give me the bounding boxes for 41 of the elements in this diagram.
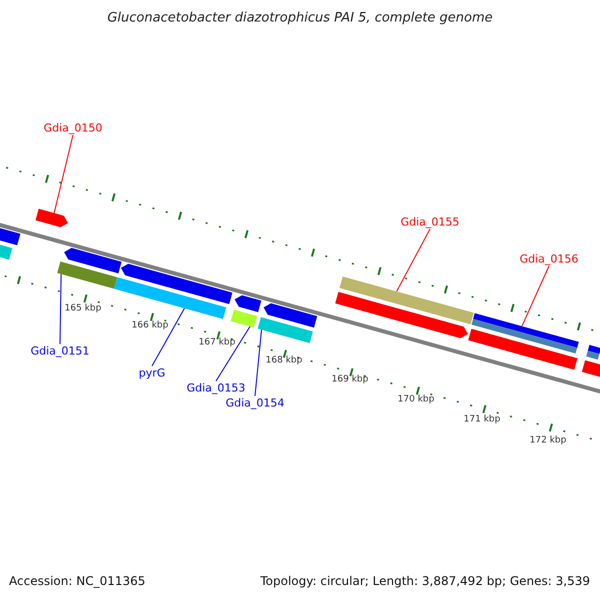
gene-feature — [264, 303, 318, 328]
leader-line — [60, 274, 62, 344]
gene-feature — [473, 313, 579, 348]
gene-feature — [230, 310, 257, 328]
gene-label: Gdia_0155 — [400, 216, 460, 228]
scale-label: 170 kbp — [398, 396, 434, 404]
gene-feature — [582, 360, 600, 378]
leader-line — [152, 308, 185, 366]
gene-feature — [335, 292, 468, 338]
gene-feature — [468, 328, 578, 370]
gene-label: Gdia_0156 — [520, 254, 578, 264]
gene-label: Gdia_0150 — [44, 122, 102, 134]
scale-label: 168 kbp — [266, 356, 302, 366]
gene-feature — [258, 317, 313, 344]
gene-feature — [36, 208, 68, 228]
gene-feature — [120, 264, 232, 304]
gene-feature — [340, 276, 474, 324]
gene-label: pyrG — [138, 368, 166, 378]
title: Gluconacetobacter diazotrophicus PAI 5, complete genome — [107, 12, 493, 24]
gene-label: Gdia_0153 — [186, 382, 246, 394]
gene-feature — [57, 262, 118, 289]
gene-feature — [472, 318, 578, 354]
scale-label: 166 kbp — [132, 322, 168, 330]
scale-label: 165 kbp — [64, 304, 102, 314]
gene-feature — [588, 344, 600, 354]
scale-label: 171 kbp — [464, 416, 500, 424]
gene-feature — [114, 277, 226, 319]
leader-line — [254, 329, 262, 396]
gene-label: Gdia_0154 — [226, 398, 284, 408]
scale-label: 167 kbp — [198, 338, 236, 348]
gene-feature — [64, 248, 122, 274]
gene-feature — [234, 295, 262, 312]
accession-text: Accession: NC_011365 — [9, 575, 146, 587]
leader-line — [54, 134, 74, 214]
leader-line — [396, 228, 430, 292]
leader-line — [521, 266, 550, 327]
gene-label: Gdia_0151 — [30, 346, 90, 356]
genome-info-text: Topology: circular; Length: 3,887,492 bp; Genes: 3,539 — [260, 575, 590, 587]
scale-label: 172 kbp — [530, 436, 566, 446]
leader-line — [216, 326, 250, 382]
scale-label: 169 kbp — [332, 376, 368, 384]
